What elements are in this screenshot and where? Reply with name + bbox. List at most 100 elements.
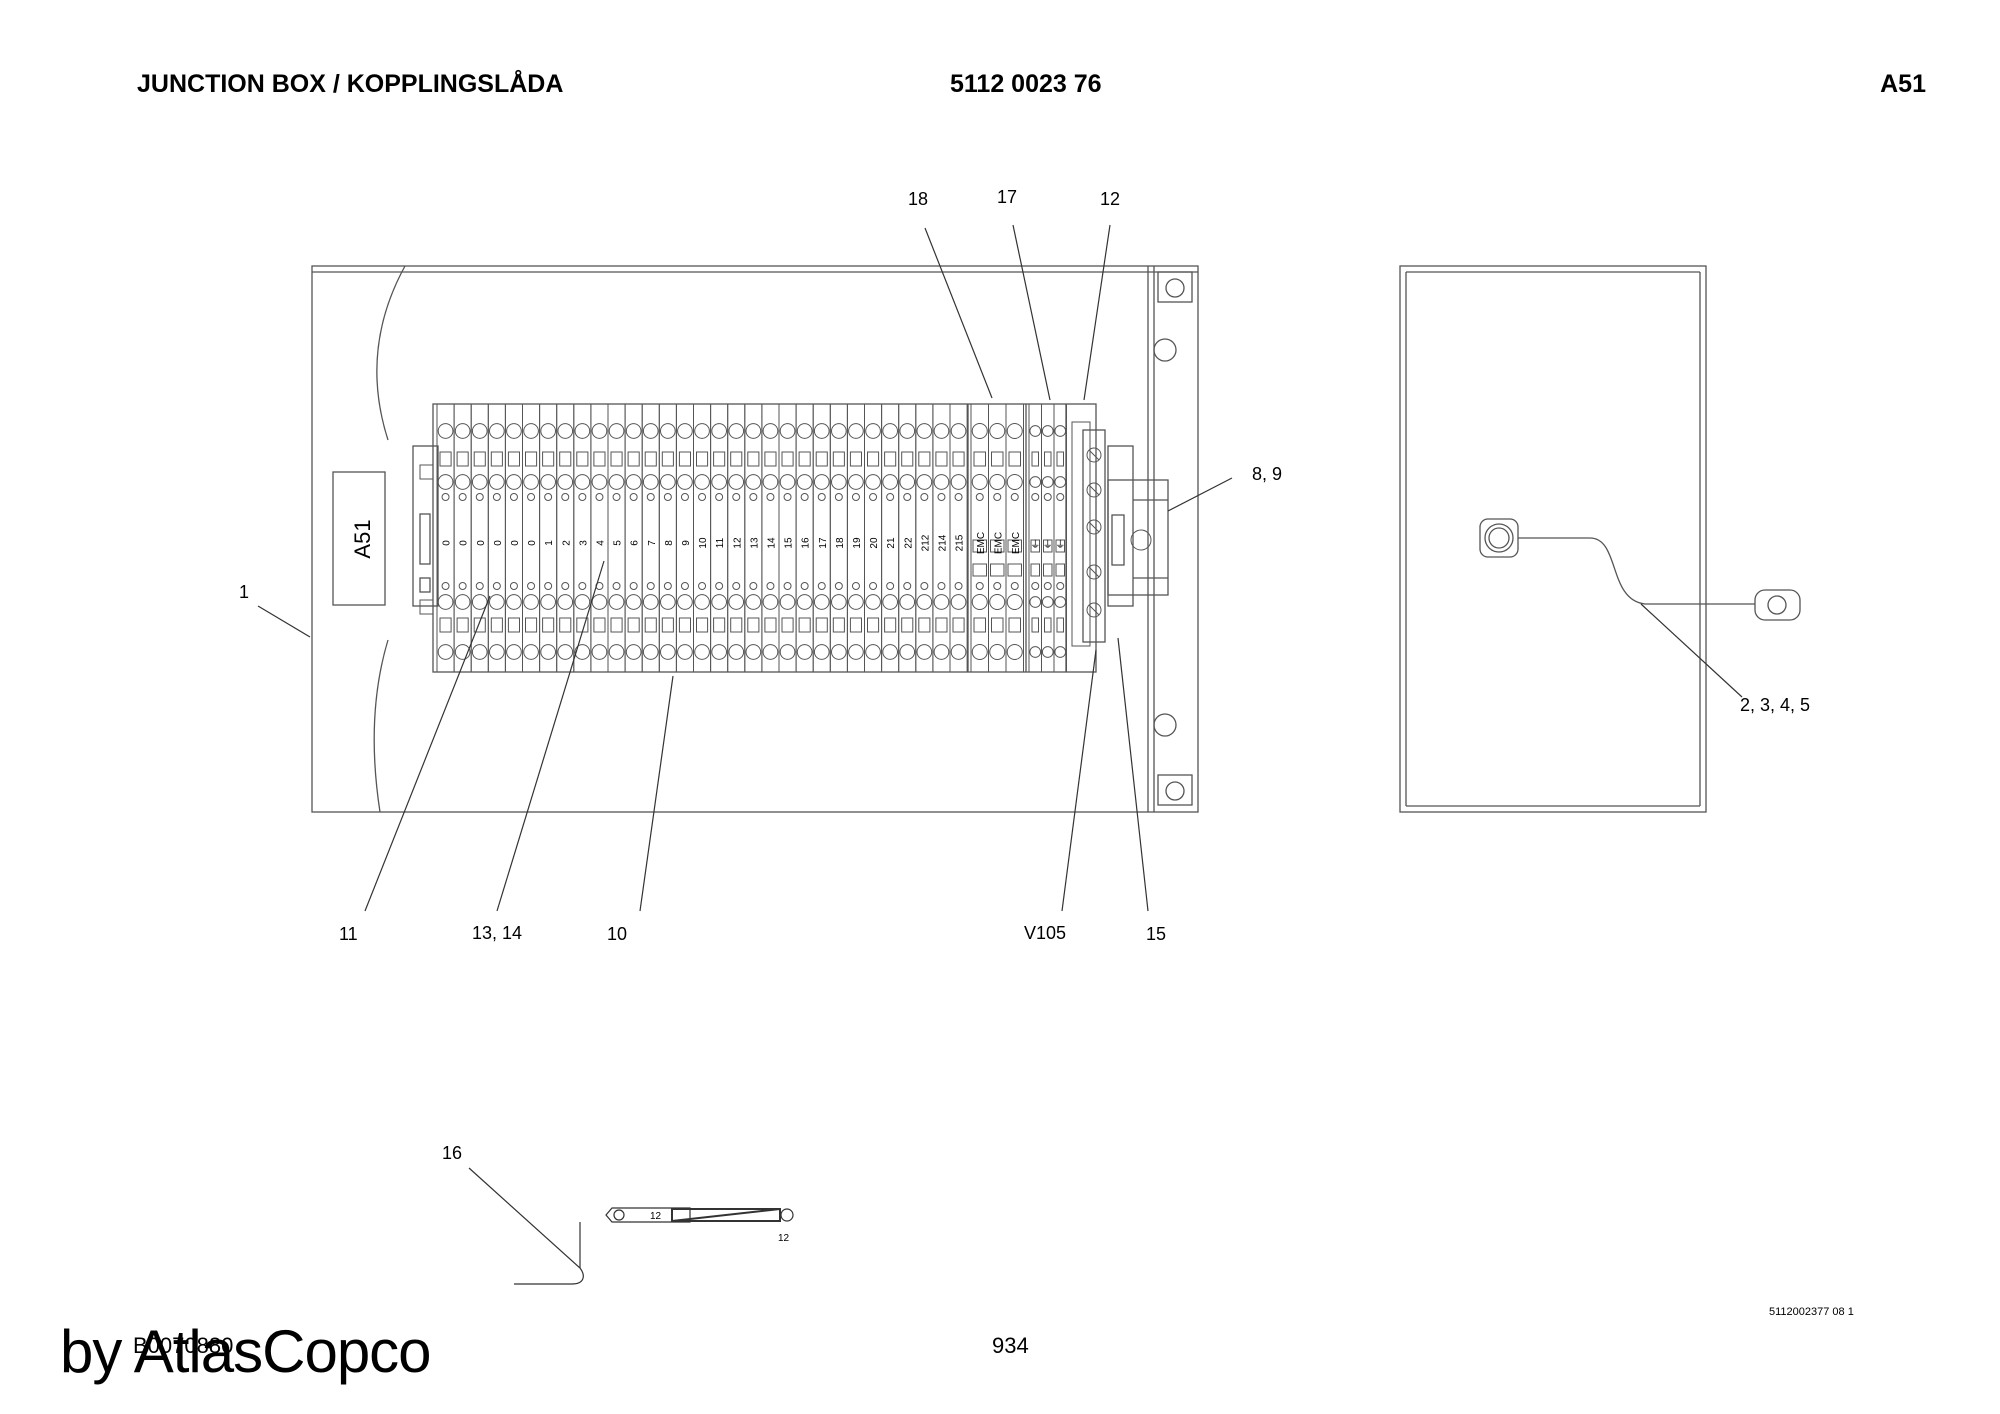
terminal-block: 13	[744, 403, 763, 673]
ground-symbol: ⏚	[1055, 539, 1065, 551]
terminal-number: 15	[784, 537, 795, 549]
terminal-block: 20	[864, 403, 883, 673]
terminal-number: 19	[852, 537, 863, 549]
terminal-number: 214	[937, 534, 948, 551]
terminal-number: 6	[630, 540, 641, 546]
callout-18: 18	[908, 189, 928, 209]
terminal-number: EMC	[1011, 532, 1022, 554]
terminal-number: EMC	[976, 532, 987, 554]
drawing-title: JUNCTION BOX / KOPPLINGSLÅDA	[137, 70, 564, 98]
terminal-block: 0	[453, 403, 472, 673]
terminal-number: 16	[801, 537, 812, 549]
emc-terminal: EMC	[970, 403, 989, 673]
terminal-block: 0	[522, 403, 541, 673]
terminal-number: 12	[732, 537, 743, 549]
terminal-number: 3	[578, 540, 589, 546]
earth-lug	[1479, 518, 1519, 558]
terminal-block: 0	[504, 403, 523, 673]
callout-17: 17	[997, 187, 1017, 207]
ground-symbol: ⏚	[1043, 539, 1053, 551]
ground-terminal: ⏚	[1053, 403, 1067, 673]
terminal-block: 2	[556, 403, 575, 673]
terminal-number: 0	[527, 540, 538, 546]
terminal-block: 21	[881, 403, 900, 673]
drawing-number: B0070880	[133, 1333, 234, 1358]
terminal-number: 11	[715, 537, 726, 548]
enclosure-outline	[311, 265, 1199, 813]
terminal-block: 7	[641, 403, 660, 673]
callout-1: 1	[239, 582, 249, 602]
ground-symbol: ⏚	[1030, 539, 1040, 551]
terminal-block: 8	[658, 403, 677, 673]
tag-label: 12	[650, 1211, 662, 1222]
terminal-block: 19	[846, 403, 866, 673]
terminal-block: 15	[778, 403, 797, 673]
cable-tag-detail	[579, 1207, 794, 1268]
terminal-block: 11	[710, 403, 729, 673]
terminal-number: 7	[647, 540, 658, 546]
terminal-block: 212	[915, 403, 934, 673]
terminal-block: 1	[539, 403, 558, 673]
terminal-number: 0	[459, 540, 470, 546]
box-label: A51	[350, 519, 375, 558]
terminal-block: 14	[761, 403, 780, 673]
callout-13-14: 13, 14	[472, 923, 522, 943]
emc-terminal: EMC	[988, 403, 1007, 673]
mounting-hole	[1153, 338, 1177, 362]
terminal-block: 4	[590, 403, 609, 673]
terminal-number: 8	[664, 540, 675, 546]
callout-11: 11	[339, 924, 358, 944]
terminal-block: 18	[829, 403, 848, 673]
callout-8-9: 8, 9	[1252, 464, 1282, 484]
terminal-number: 9	[681, 540, 692, 546]
callout-15: 15	[1146, 924, 1166, 944]
end-stop-v105	[419, 421, 1152, 647]
terminal-block: 0	[436, 403, 455, 673]
terminal-number: 10	[698, 537, 709, 549]
terminal-number: 0	[476, 540, 487, 546]
terminal-block: 0	[487, 403, 506, 673]
terminal-number: 5	[613, 540, 624, 546]
page-number: 934	[992, 1333, 1029, 1358]
terminal-number: EMC	[993, 532, 1004, 554]
cover-view	[1399, 265, 1801, 813]
mounting-hole	[1153, 713, 1177, 737]
earth-lug	[1754, 589, 1801, 621]
tag-label-below: 12	[778, 1233, 790, 1244]
terminal-number: 4	[595, 540, 606, 546]
ground-terminal: ⏚	[1028, 403, 1042, 673]
callout-2-3-4-5: 2, 3, 4, 5	[1740, 695, 1810, 715]
mounting-hole	[1165, 278, 1185, 298]
part-number: 5112 0023 76	[950, 70, 1102, 98]
label-plate	[332, 471, 386, 606]
terminal-block: 16	[795, 403, 814, 673]
leader-lines	[257, 224, 1743, 1285]
reference-number: 5112002377 08 1	[1769, 1306, 1854, 1318]
cutaway-edge	[373, 265, 406, 813]
terminal-number: 1	[544, 540, 555, 546]
mounting-hole	[1165, 781, 1185, 801]
terminal-number: 17	[818, 537, 829, 549]
terminal-number: 0	[493, 540, 504, 546]
terminal-block: 5	[607, 403, 626, 673]
terminal-number: 18	[835, 537, 846, 549]
terminal-number: 2	[561, 540, 572, 546]
earth-wire	[1518, 537, 1755, 605]
terminal-number: 20	[869, 537, 880, 549]
terminal-block: 17	[812, 403, 831, 673]
component-code: A51	[1880, 70, 1926, 98]
callout-12: 12	[1100, 189, 1120, 209]
terminal-block: 9	[675, 403, 695, 673]
terminal-number: 215	[955, 534, 966, 551]
terminal-number: 13	[749, 537, 760, 549]
terminal-number: 14	[766, 537, 777, 549]
terminal-block: 214	[932, 403, 951, 673]
terminal-block: 0	[470, 403, 489, 673]
terminal-block: 12	[727, 403, 746, 673]
terminal-number: 0	[510, 540, 521, 546]
emc-terminal: EMC	[1005, 403, 1024, 673]
ground-terminal: ⏚	[1041, 403, 1055, 673]
terminal-number: 21	[886, 537, 897, 549]
